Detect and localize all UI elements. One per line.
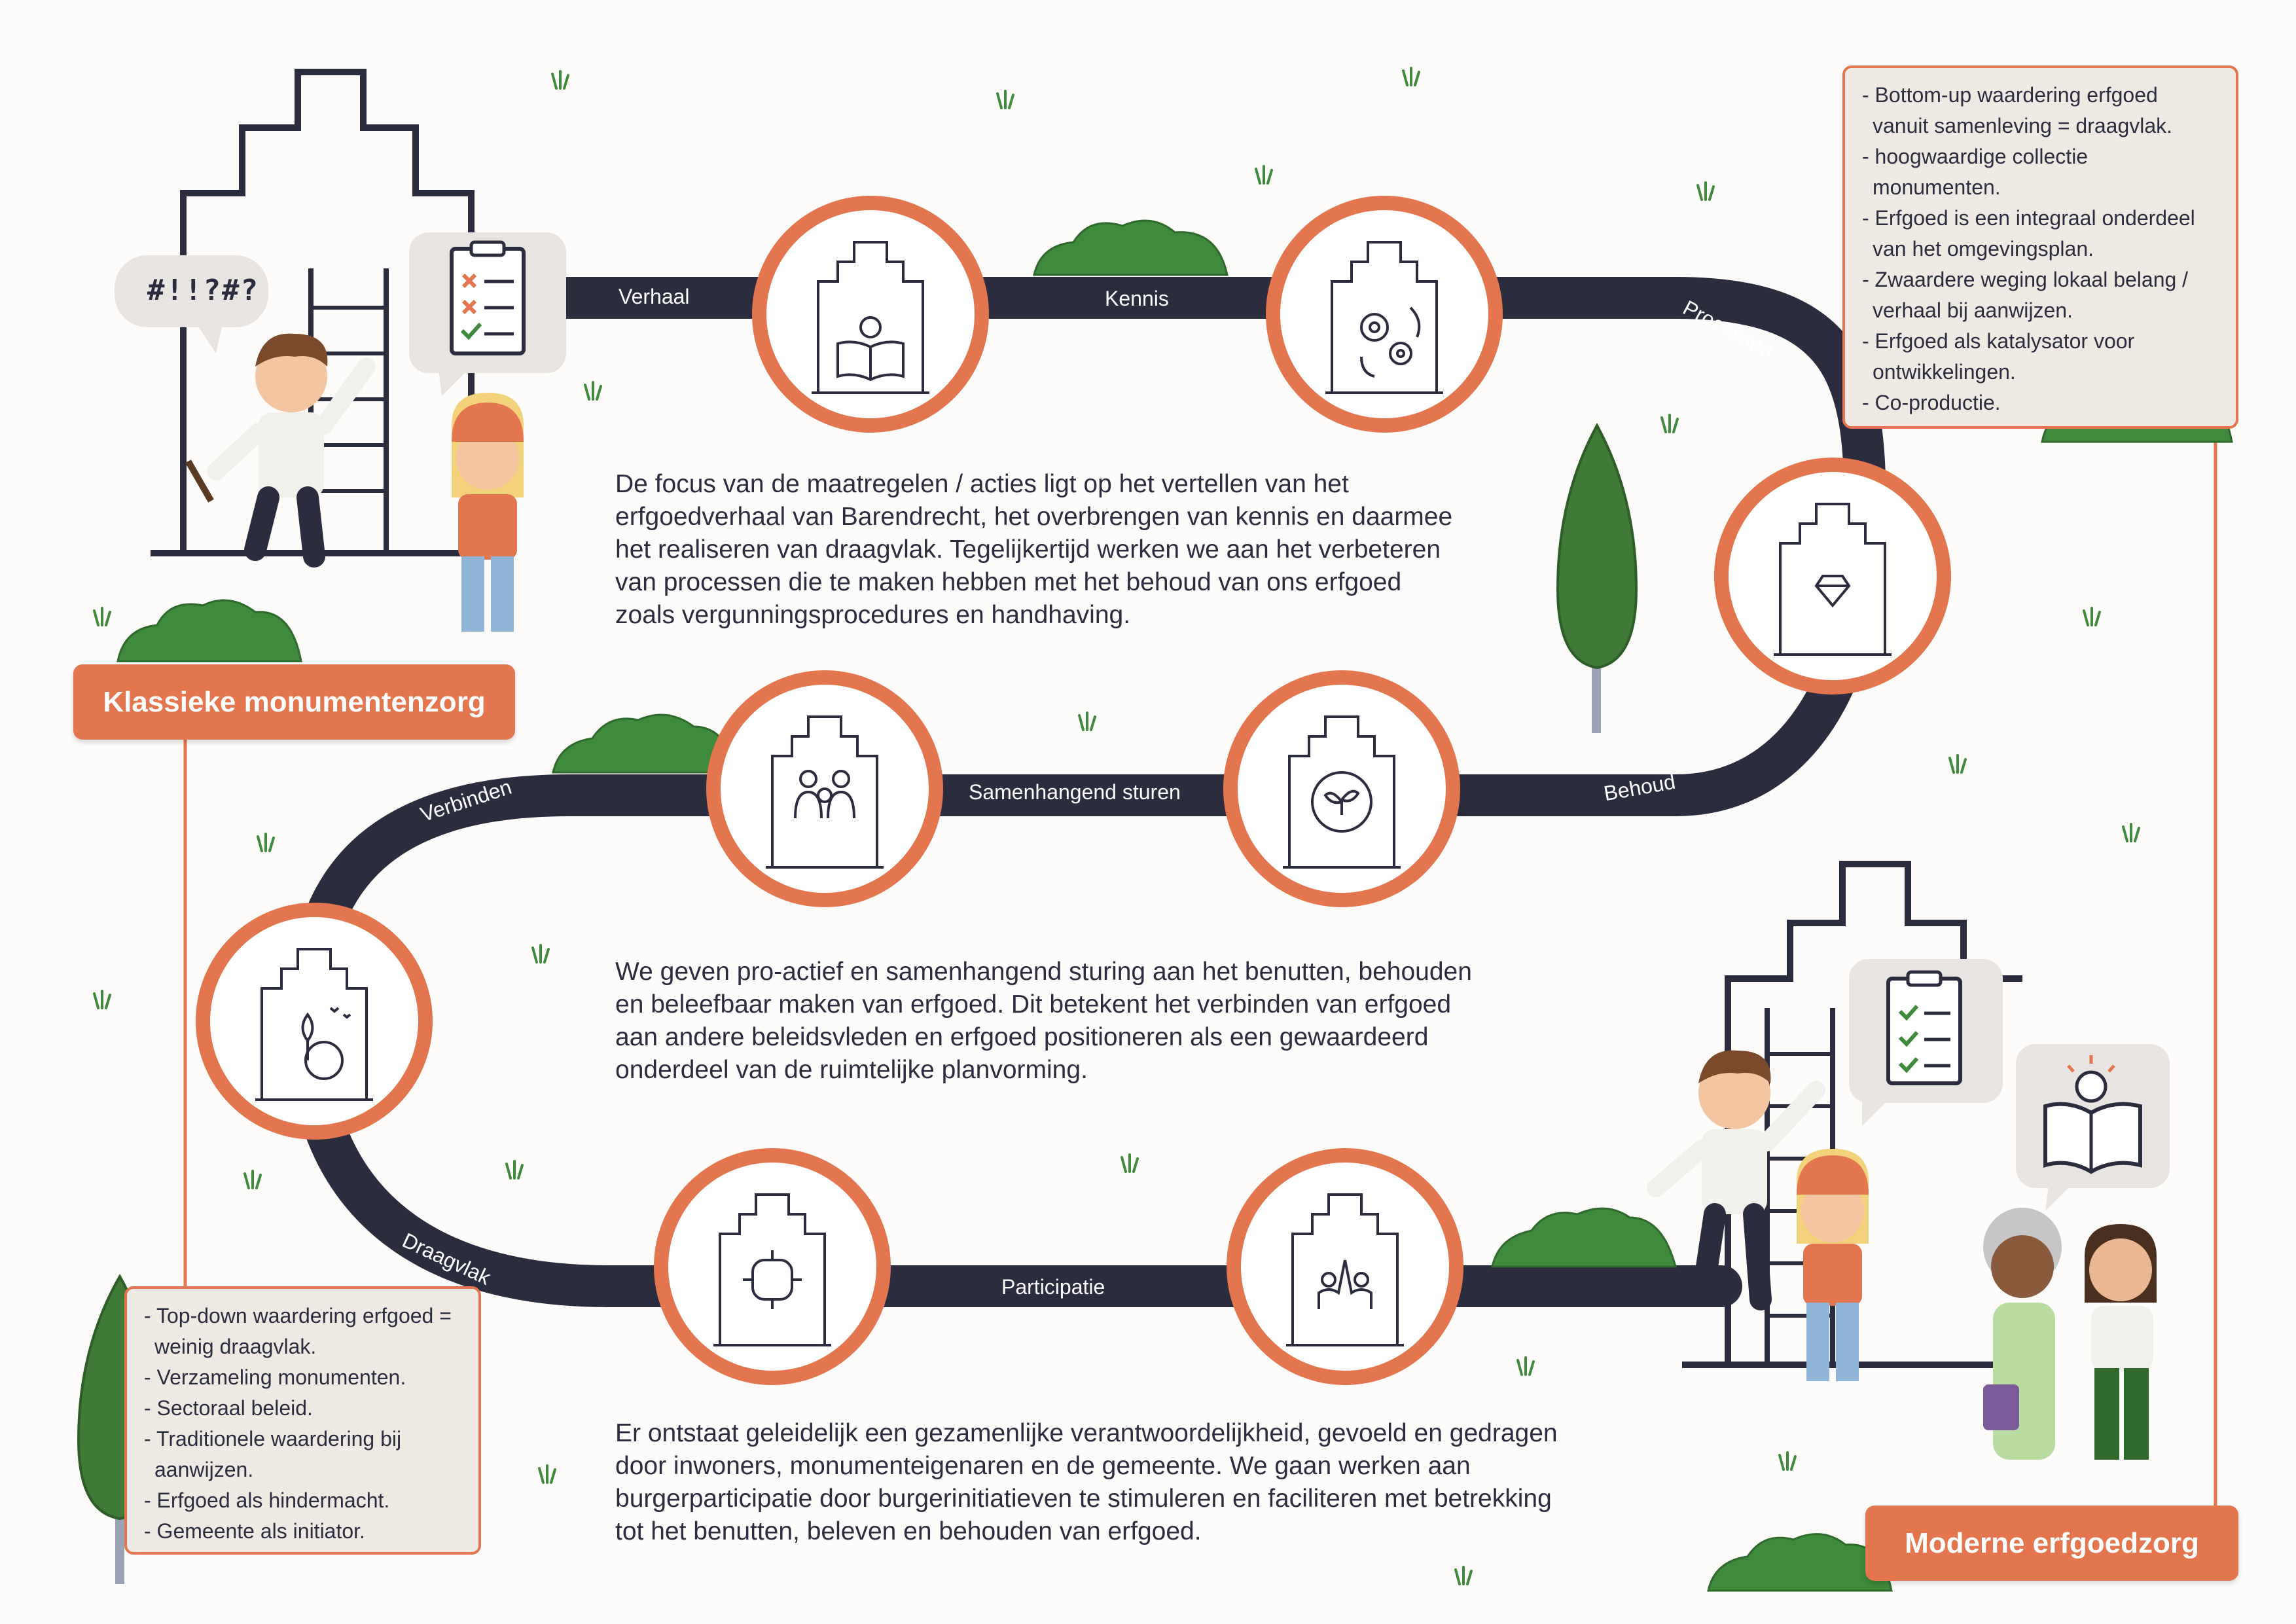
classic-item: Erfgoed als hindermacht.: [144, 1485, 461, 1516]
people-group-icon: [794, 770, 855, 819]
speech-bubble-book: [2016, 1044, 2170, 1211]
character-angry-man: [185, 333, 376, 568]
speech-bubble-checklist-classic: [409, 232, 566, 396]
character-girl-helmet-modern: [1797, 1149, 1869, 1381]
classic-item: Traditionele waardering bij aanwijzen.: [144, 1424, 461, 1485]
character-elderly-woman: [1983, 1208, 2062, 1460]
classic-item: Sectoraal beleid.: [144, 1393, 461, 1424]
modern-item: hoogwaardige collectie monumenten.: [1862, 141, 2219, 203]
station-verbinden: [196, 903, 433, 1140]
paragraph-focus-line: De focus van de maatregelen / acties lig…: [615, 470, 1349, 498]
classic-item: Verzameling monumenten.: [144, 1362, 461, 1393]
modern-item: Zwaardere weging lokaal belang / verhaal…: [1862, 264, 2219, 326]
classic-item: Top-down waardering erfgoed = weinig dra…: [144, 1301, 461, 1362]
paragraph-verantwoordelijkheid-line: Er ontstaat geleidelijk een gezamenlijke…: [615, 1419, 1558, 1447]
paragraph-focus-line: het realiseren van draagvlak. Tegelijker…: [615, 535, 1441, 564]
paragraph-focus-line: van processen die te maken hebben met he…: [615, 568, 1402, 596]
station-behoud: [1223, 670, 1460, 907]
paragraph-verantwoordelijkheid-line: door inwoners, monumenteigenaren en de g…: [615, 1452, 1471, 1480]
paragraph-verantwoordelijkheid-line: tot het benutten, beleven en behouden va…: [615, 1517, 1202, 1545]
character-happy-man: [1647, 1050, 1825, 1310]
paragraph-sturing-line: onderdeel van de ruimtelijke planvorming…: [615, 1056, 1088, 1084]
station-verhaal: [752, 196, 989, 433]
station-processen: [1714, 458, 1951, 695]
road-label-kennis: Kennis: [1105, 287, 1169, 310]
paragraph-sturing: We geven pro-actief en samenhangend stur…: [615, 956, 1472, 1087]
diamond-icon: [1814, 575, 1851, 608]
paragraph-focus-line: erfgoedverhaal van Barendrecht, het over…: [615, 503, 1453, 531]
speech-bubble-checklist-modern: [1849, 959, 2003, 1126]
road-label-samenhangend: Samenhangend sturen: [969, 780, 1181, 804]
modern-item: Erfgoed is een integraal onderdeel van h…: [1862, 203, 2219, 264]
paragraph-verantwoordelijkheid-line: burgerparticipatie door burgerinitiatiev…: [615, 1485, 1552, 1513]
modern-item: Bottom-up waardering erfgoed vanuit same…: [1862, 80, 2219, 141]
character-girl-helmet-classic: [452, 393, 524, 632]
station-participatie: [1227, 1148, 1463, 1385]
paragraph-verantwoordelijkheid: Er ontstaat geleidelijk een gezamenlijke…: [615, 1417, 1558, 1548]
road-label-verhaal: Verhaal: [619, 285, 690, 308]
paragraph-sturing-line: en beleefbaar maken van erfgoed. Dit bet…: [615, 990, 1452, 1019]
plant-cycle-icon: [1311, 771, 1372, 833]
angry-speech-text: #!!?#?: [147, 274, 259, 307]
modern-badge: Moderne erfgoedzorg: [1865, 1506, 2238, 1581]
classic-item: Gemeente als initiator.: [144, 1516, 461, 1547]
modern-item: Erfgoed als katalysator voor ontwikkelin…: [1862, 326, 2219, 388]
modern-item: Co-productie.: [1862, 388, 2219, 418]
speech-bubble-angry: [115, 255, 268, 353]
character-young-woman: [2085, 1224, 2157, 1460]
paragraph-sturing-line: We geven pro-actief en samenhangend stur…: [615, 958, 1472, 986]
gears-icon: [1360, 306, 1421, 378]
paragraph-focus: De focus van de maatregelen / acties lig…: [615, 468, 1452, 632]
paragraph-sturing-line: aan andere beleidsvleden en erfgoed posi…: [615, 1023, 1429, 1051]
modern-characteristics-box: Bottom-up waardering erfgoed vanuit same…: [1842, 65, 2238, 429]
paragraph-focus-line: zoals vergunningsprocedures en handhavin…: [615, 601, 1131, 629]
nature-globe-icon: [301, 1007, 351, 1080]
classic-badge: Klassieke monumentenzorg: [73, 664, 515, 740]
station-samenhangend: [706, 670, 943, 907]
classic-characteristics-box: Top-down waardering erfgoed = weinig dra…: [124, 1286, 481, 1555]
book-lightbulb-icon: [836, 316, 905, 382]
station-draagvlak: [654, 1148, 891, 1385]
hands-circle-icon: [743, 1250, 802, 1309]
high-five-icon: [1318, 1259, 1372, 1309]
station-kennis: [1266, 196, 1503, 433]
connector-lines: [183, 419, 2217, 1512]
road-label-participatie: Participatie: [1001, 1275, 1105, 1299]
